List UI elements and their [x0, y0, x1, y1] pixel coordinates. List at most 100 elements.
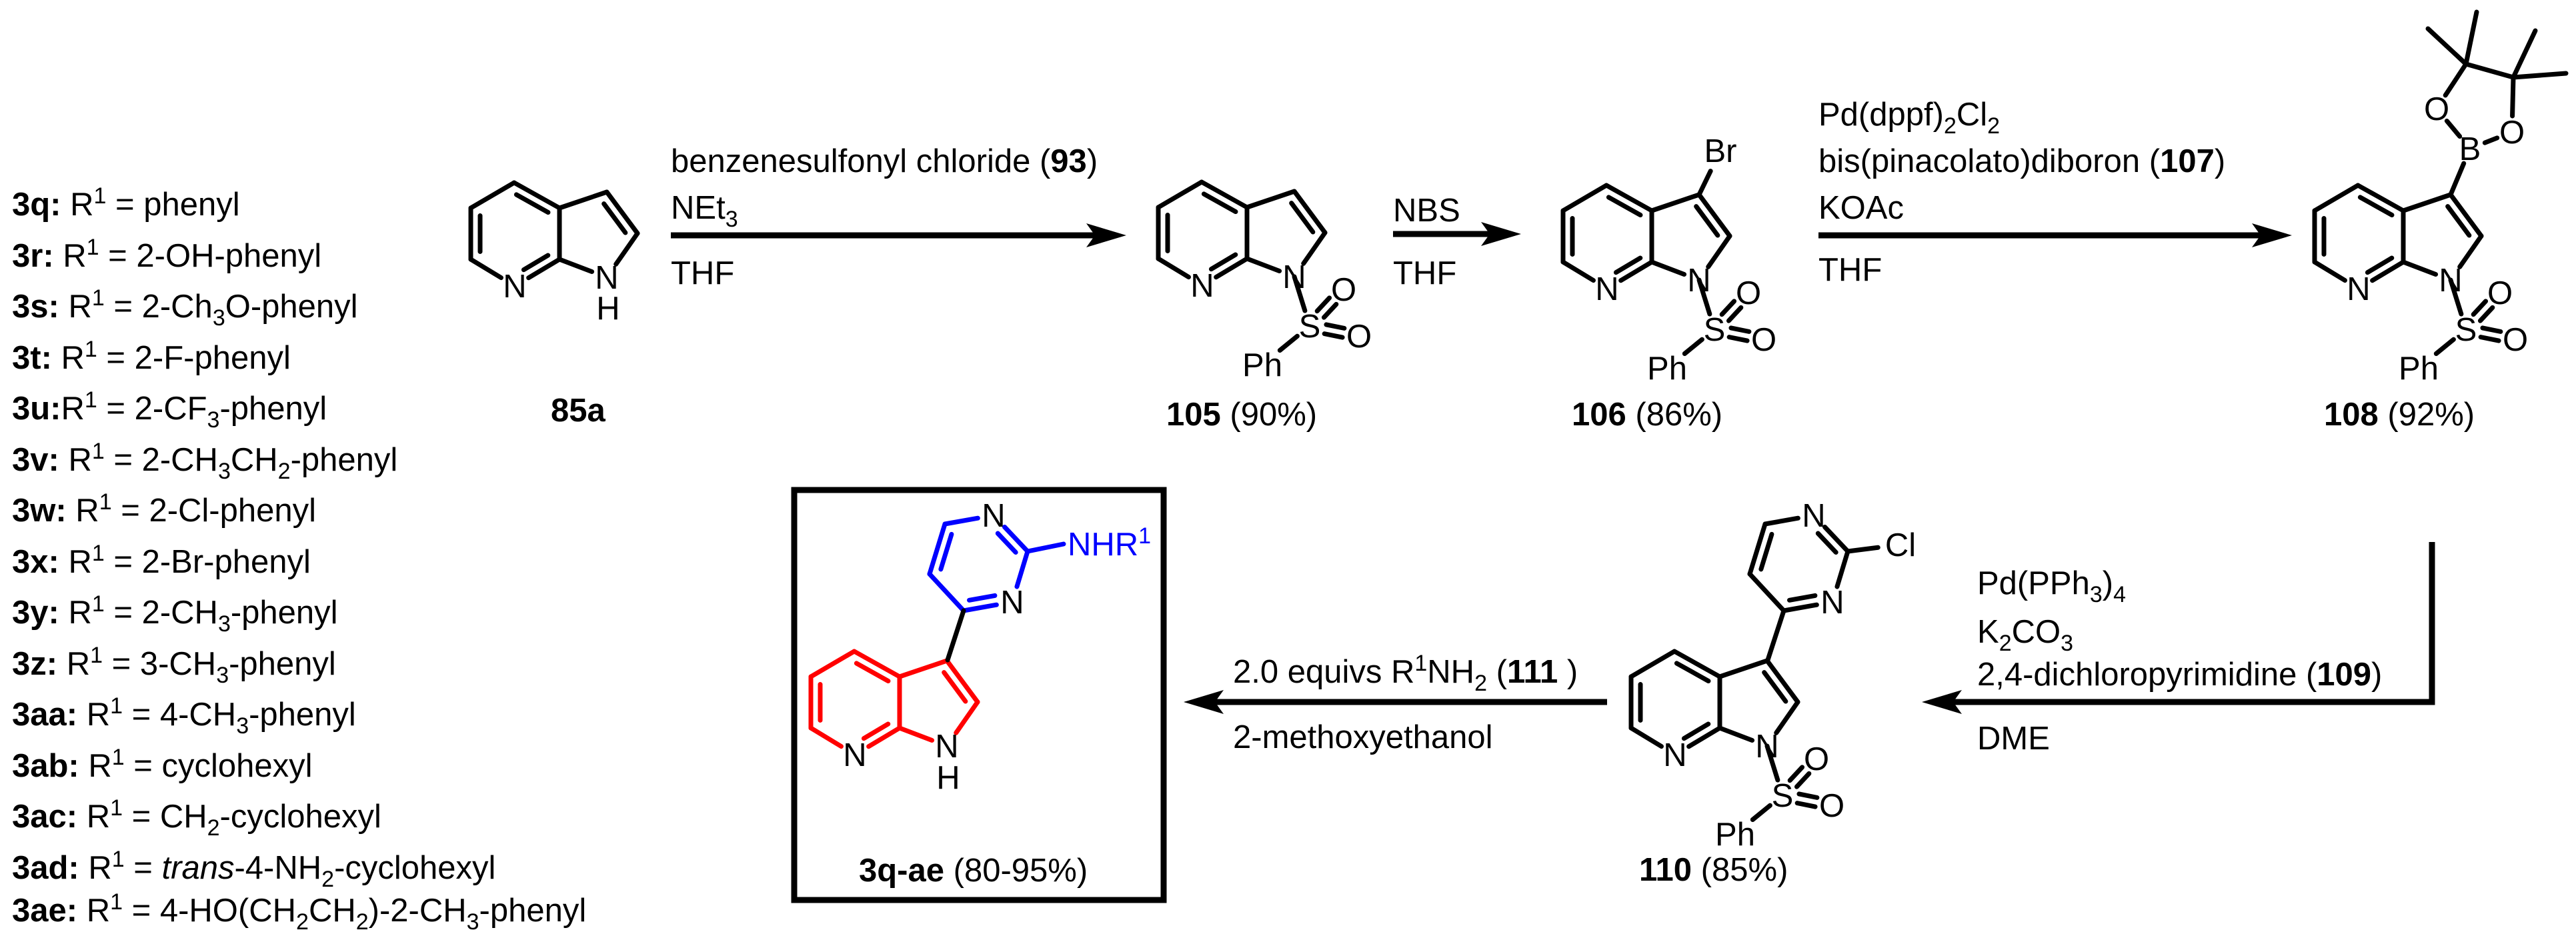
bond [966, 593, 998, 603]
compound-110-structure: NNSOOPhNNCl [1628, 498, 1916, 853]
bond [1794, 771, 1812, 789]
atom-label-o: O [1346, 319, 1372, 355]
text-run: -cyclohexyl [334, 850, 495, 886]
bond [526, 257, 562, 281]
text-run: ) [1087, 143, 1098, 179]
text-run: THF [1818, 252, 1882, 288]
reagent-text: K2CO3 [1977, 614, 2073, 656]
superscript: 1 [99, 489, 112, 515]
bond [897, 658, 950, 679]
subscript: 2 [1987, 113, 2000, 139]
text-run: bis(pinacolato)diboron ( [1818, 143, 2161, 179]
atom-label-n: N [595, 260, 618, 296]
substituent-3u: 3u:R1 = 2-CF3-phenyl [12, 387, 327, 433]
text-run: 3v: [12, 442, 59, 478]
bond [1214, 256, 1250, 280]
text-run: R [77, 697, 110, 733]
text-run: 3ad: [12, 850, 79, 886]
bond [2443, 61, 2469, 98]
atom-label-n: N [982, 498, 1005, 534]
bond [1786, 593, 1818, 603]
bond [604, 189, 640, 236]
reaction-arrow-4: Pd(PPh3)4 K2CO3 2,4-dichloropyrimidine (… [1922, 542, 2435, 757]
text-run: 3q: [12, 187, 61, 223]
superscript: 1 [94, 183, 107, 209]
substituent-3v: 3v: R1 = 2-CH3CH2-phenyl [12, 439, 397, 484]
text-run: -phenyl [291, 442, 398, 478]
atom-label-n: N [935, 729, 958, 765]
bond [2448, 161, 2467, 197]
text-run: ) [1558, 654, 1578, 690]
substituent-3r: 3r: R1 = 2-OH-phenyl [12, 235, 321, 274]
arrow-head [1184, 690, 1224, 714]
text-run: -phenyl [231, 595, 338, 631]
bond [1747, 521, 1768, 577]
bond [1244, 189, 1297, 210]
bond [2401, 259, 2439, 277]
bond [1292, 274, 1308, 313]
text-run: benzenesulfonyl chloride ( [671, 143, 1051, 179]
bond [2365, 255, 2395, 275]
bond [942, 515, 980, 527]
subscript: 3 [467, 909, 479, 935]
text-run: ) [2371, 657, 2382, 693]
bond [468, 257, 503, 281]
solvent-text: 2-methoxyethanol [1233, 719, 1493, 755]
text-run: R [59, 442, 92, 478]
text-run: 3aa: [12, 697, 77, 733]
text-run: -phenyl [229, 646, 336, 682]
text-run: -cyclohexyl [220, 799, 381, 835]
reagent-text: 2,4-dichloropyrimidine (109) [1977, 657, 2382, 693]
bond [2477, 305, 2495, 323]
superscript: 1 [85, 337, 97, 362]
atom-label-o: O [1804, 741, 1829, 777]
superscript: 1 [112, 847, 125, 872]
atom-label-s: S [1704, 312, 1726, 348]
text-run: = 2-CH [105, 595, 218, 631]
reagent-text: bis(pinacolato)diboron (107) [1818, 143, 2225, 179]
bond [808, 649, 857, 679]
subscript: 3 [218, 459, 231, 484]
superscript: 1 [1138, 523, 1151, 549]
reagent-text: Pd(PPh3)4 [1977, 565, 2126, 607]
bond [1758, 531, 1774, 572]
bond [2463, 9, 2479, 67]
substituent-3ae: 3ae: R1 = 4-HO(CH2CH2)-2-CH3-phenyl [12, 889, 586, 935]
text-run: 2-methoxyethanol [1233, 719, 1493, 755]
text-run: = 2-OH-phenyl [99, 238, 322, 274]
bond [2511, 71, 2569, 80]
bond [1322, 331, 1345, 340]
bond [1604, 183, 1654, 213]
text-run: 3w: [12, 493, 67, 529]
atom-label-nhr1: NHR1 [1068, 523, 1151, 563]
bond [942, 670, 968, 704]
text-run: R [59, 544, 92, 580]
bond [1674, 661, 1711, 684]
text-run: 106 [1572, 397, 1626, 433]
text-run: R [77, 893, 110, 929]
subscript: 3 [216, 663, 229, 688]
text-run: = 2-Ch [105, 289, 213, 325]
bond [1324, 322, 1347, 331]
text-run: (80-95%) [944, 853, 1088, 889]
text-run: 3y: [12, 595, 59, 631]
text-run: = 2-Br-phenyl [105, 544, 311, 580]
subscript: 4 [2113, 582, 2126, 607]
text-run: CH [309, 893, 356, 929]
bond [2480, 325, 2503, 334]
subscript: 3 [726, 207, 738, 232]
atom-label-n: N [843, 737, 866, 773]
atom-label-ph: Ph [1715, 817, 1755, 853]
substituent-3y: 3y: R1 = 2-CH3-phenyl [12, 591, 338, 637]
substituent-3t: 3t: R1 = 2-F-phenyl [12, 337, 291, 376]
bond [1025, 541, 1066, 554]
subscript: 3 [236, 713, 249, 739]
bond [961, 602, 999, 613]
text-run: 3ac: [12, 799, 77, 835]
bond [1726, 335, 1750, 343]
bond [1681, 721, 1711, 741]
bond [1628, 649, 1677, 679]
